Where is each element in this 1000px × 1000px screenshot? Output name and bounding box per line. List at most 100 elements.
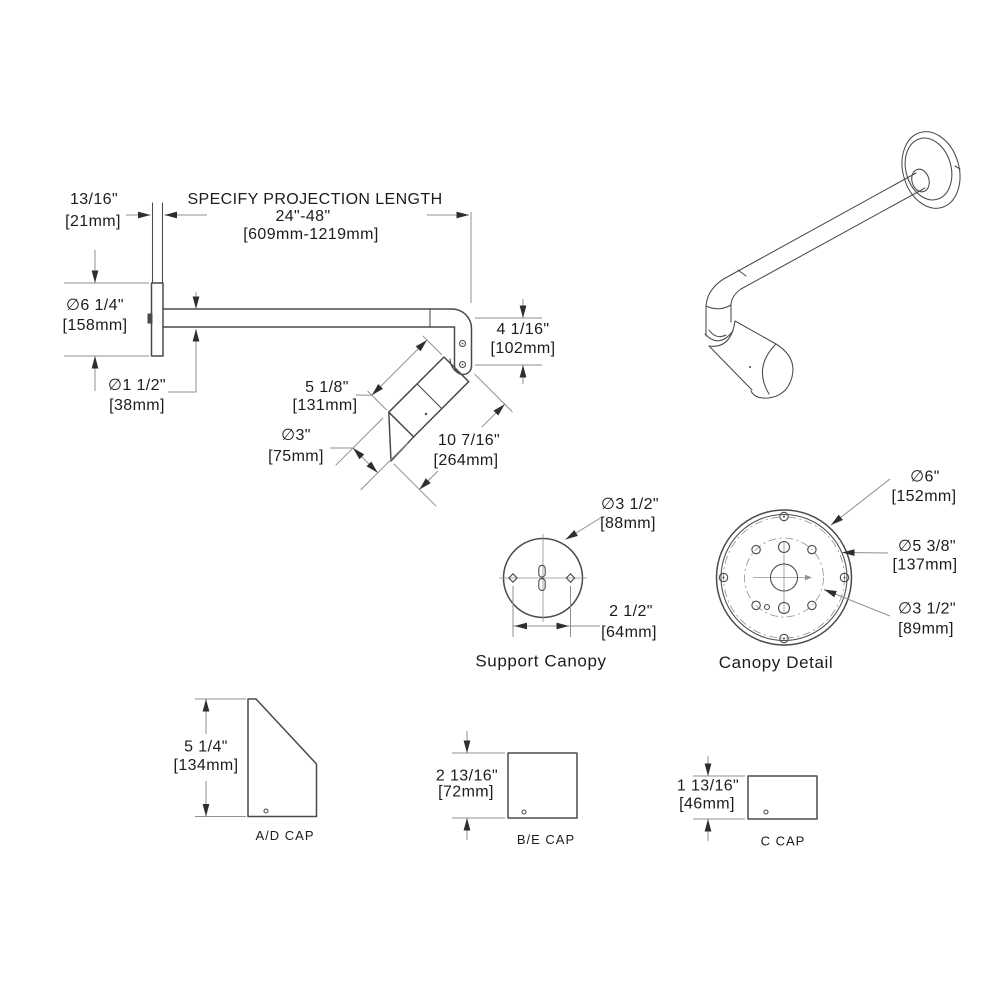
cap-hole	[263, 808, 269, 814]
dim-text: [131mm]	[292, 397, 357, 414]
center-hub	[769, 563, 799, 592]
dim-text: ∅6 1/4"	[66, 297, 124, 314]
support-canopy-view: ∅3 1/2" [88mm] 2 1/2" [64mm] Support Can…	[475, 496, 659, 670]
dim-text: ∅5 3/8"	[898, 538, 956, 555]
dim-text: [89mm]	[898, 621, 954, 638]
canopy-detail-view: ∅6" [152mm] ∅5 3/8" [137mm] ∅3 1/2" [89m…	[715, 469, 957, 672]
arm-tube	[162, 308, 456, 328]
mount-hole	[565, 573, 576, 583]
dim-text: ∅6"	[910, 469, 940, 486]
bolt-hole	[779, 633, 789, 644]
dim-text: 2 1/2"	[609, 603, 653, 620]
dim-text: [137mm]	[892, 557, 957, 574]
iso-tube	[740, 187, 926, 290]
dim-text: [72mm]	[438, 784, 494, 801]
center-slot	[538, 564, 546, 578]
hole	[777, 601, 791, 615]
cap-hole	[521, 809, 527, 815]
cap-ad-profile: 5 1/4" [134mm] A/D CAP	[173, 698, 318, 843]
center-slot	[538, 578, 546, 591]
dim-text: 13/16"	[70, 191, 118, 208]
cap-hole	[763, 809, 769, 815]
dim-shade-length: 5 1/8" [131mm]	[292, 335, 443, 414]
dim-text: [21mm]	[65, 213, 121, 230]
bolt-hole	[779, 511, 789, 522]
set-screw	[424, 412, 428, 416]
elbow-strap	[449, 308, 473, 376]
dim-text: 24"-48"	[275, 208, 330, 225]
extension-line	[473, 373, 513, 413]
dim-text: [264mm]	[433, 452, 498, 469]
extension-line	[393, 463, 437, 507]
iso-shade-back	[708, 320, 736, 347]
extension-line	[422, 335, 443, 356]
screw-hole	[458, 339, 467, 348]
iso-tube	[728, 172, 917, 277]
backplate	[150, 282, 164, 357]
dim-text: 5 1/4"	[184, 739, 228, 756]
bolt-hole	[839, 572, 850, 583]
screw-hole	[458, 360, 467, 369]
dim-text: 2 13/16"	[436, 768, 498, 785]
cap-outline	[507, 752, 578, 819]
leader-line	[823, 589, 891, 617]
iso-canopy-disc	[901, 131, 961, 209]
bolt-hole	[751, 544, 761, 555]
dim-text: [609mm-1219mm]	[243, 226, 378, 243]
iso-elbow	[705, 275, 730, 337]
shade-joint	[416, 383, 443, 410]
leader-line	[565, 516, 603, 540]
small-hole	[763, 603, 771, 611]
dim-text: [64mm]	[601, 624, 657, 641]
bolt-hole	[807, 544, 817, 555]
outer-circle	[715, 509, 853, 646]
cap-be-profile: 2 13/16" [72mm] B/E CAP	[436, 731, 578, 847]
dim-text: ∅3 1/2"	[898, 601, 956, 618]
mount-hole	[508, 573, 518, 583]
dim-text: ∅3"	[281, 427, 311, 444]
iso-elbow	[730, 288, 742, 306]
cap-label: A/D CAP	[255, 828, 314, 843]
leader-line	[841, 549, 889, 557]
dim-text: ∅3 1/2"	[601, 496, 659, 513]
inner-bolt-circle	[744, 537, 824, 618]
extension-line	[360, 442, 409, 491]
leader-line	[830, 478, 891, 526]
dim-arm-diameter: ∅1 1/2" [38mm]	[108, 292, 200, 414]
iso-shade-silhouette	[734, 320, 794, 399]
dim-text: [102mm]	[490, 340, 555, 357]
main-side-view: 13/16" [21mm] SPECIFY PROJECTION LENGTH …	[62, 191, 555, 507]
dim-text: [88mm]	[600, 515, 656, 532]
dim-shade-diameter: ∅3" [75mm]	[268, 417, 409, 491]
dim-backplate-diameter: ∅6 1/4" [158mm]	[62, 250, 149, 391]
shade-visor	[388, 411, 415, 462]
cap-label: C CAP	[761, 833, 806, 848]
iso-shade-bottom	[708, 345, 753, 391]
cap-label: B/E CAP	[517, 832, 575, 847]
iso-canopy-face	[904, 137, 953, 201]
dim-projection-length: SPECIFY PROJECTION LENGTH 24"-48" [609mm…	[164, 191, 472, 303]
rim-circle	[720, 513, 848, 642]
hole	[777, 540, 791, 554]
bolt-hole	[751, 600, 761, 611]
dim-text: 1 13/16"	[677, 778, 739, 795]
dim-elbow-drop: 4 1/16" [102mm]	[475, 299, 555, 384]
bolt-hole	[807, 600, 817, 611]
dim-text: SPECIFY PROJECTION LENGTH	[187, 191, 442, 208]
dim-text: [152mm]	[891, 488, 956, 505]
dim-text: [134mm]	[173, 757, 238, 774]
extension-line	[335, 417, 384, 466]
dim-text: [46mm]	[679, 796, 735, 813]
view-title: Canopy Detail	[719, 653, 834, 672]
dim-text: [38mm]	[109, 397, 165, 414]
wall-backplate	[147, 202, 164, 357]
cap-outline	[247, 698, 318, 818]
dim-text: ∅1 1/2"	[108, 377, 166, 394]
dim-text: 10 7/16"	[438, 432, 500, 449]
cap-c-profile: 1 13/16" [46mm] C CAP	[677, 756, 818, 848]
bolt-hole	[718, 572, 729, 583]
isometric-view	[704, 131, 961, 399]
iso-hub	[911, 168, 930, 193]
